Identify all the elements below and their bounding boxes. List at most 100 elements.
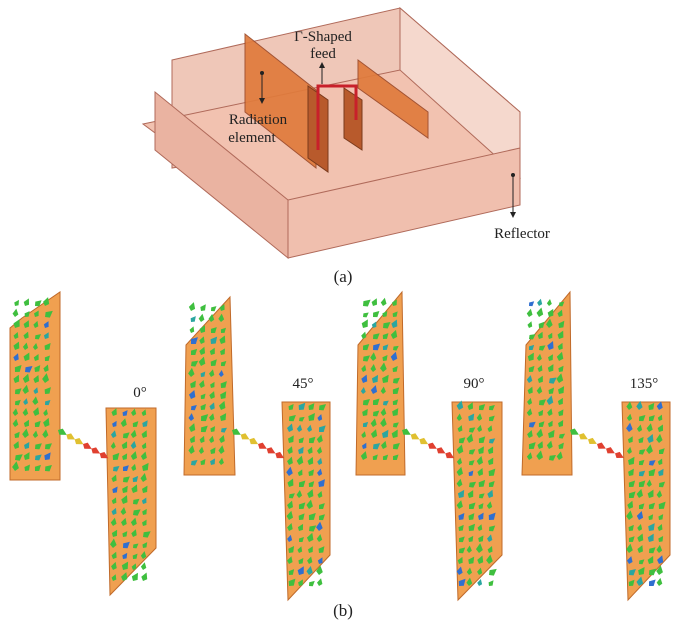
field-arrow [198, 446, 204, 454]
panel-a: Γ-Shaped feed Radiation element Reflecto… [141, 6, 550, 286]
field-arrow [636, 424, 643, 432]
field-arrow [659, 481, 666, 488]
field-arrow [637, 524, 643, 531]
field-arrow [33, 374, 40, 383]
field-arrow [317, 557, 323, 564]
field-arrow [627, 556, 633, 564]
field-arrow [489, 405, 495, 411]
field-arrow [121, 441, 128, 449]
field-arrow [23, 298, 30, 306]
field-arrow [392, 299, 397, 306]
field-arrow [537, 441, 543, 449]
phase-90-group: 90° [355, 290, 503, 602]
field-arrow [527, 397, 533, 405]
field-arrow [458, 524, 464, 531]
field-arrow [527, 429, 533, 438]
field-arrow [12, 308, 19, 317]
field-arrow [466, 433, 474, 443]
field-arrow [190, 316, 196, 322]
field-arrow [468, 470, 474, 476]
field-arrow [457, 556, 463, 564]
field-arrow [628, 536, 635, 542]
field-arrow [526, 308, 533, 317]
field-arrow [13, 332, 19, 339]
field-arrow [140, 551, 147, 559]
field-arrow [34, 464, 41, 471]
field-arrow [307, 446, 313, 454]
field-arrow [296, 424, 303, 432]
field-arrow [556, 351, 564, 361]
field-arrow [536, 307, 544, 317]
field-arrow [13, 374, 20, 383]
field-arrow [370, 418, 377, 427]
field-arrow [23, 452, 30, 460]
field-arrow [647, 533, 654, 542]
reflector-pointer-arrow [510, 212, 516, 218]
field-arrow [477, 579, 483, 586]
field-arrow [209, 347, 215, 355]
field-arrow [287, 435, 294, 443]
field-arrow [12, 461, 19, 471]
field-arrow [132, 476, 139, 482]
field-arrow [457, 489, 465, 498]
field-arrow [628, 491, 636, 498]
field-arrow [526, 408, 533, 416]
field-arrow [657, 424, 664, 432]
field-arrow [629, 569, 636, 576]
field-arrow [402, 428, 411, 435]
field-arrow [13, 353, 19, 361]
field-arrow [380, 417, 387, 427]
field-arrow [456, 466, 463, 476]
field-arrow [467, 402, 474, 410]
phase-135-upper-arrows [526, 298, 566, 461]
field-arrow [391, 319, 398, 328]
field-arrow [537, 364, 543, 372]
field-arrow [33, 354, 39, 361]
field-arrow [527, 352, 534, 361]
field-arrow [132, 553, 138, 559]
field-arrow [298, 446, 304, 454]
field-arrow [287, 478, 294, 487]
field-arrow [469, 449, 476, 455]
field-arrow [13, 441, 19, 449]
field-arrow [219, 335, 226, 344]
field-arrow [459, 547, 466, 554]
field-arrow [199, 346, 206, 355]
field-arrow [133, 498, 140, 505]
field-arrow [626, 401, 633, 410]
field-arrow [289, 493, 295, 499]
field-arrow [478, 535, 484, 542]
field-arrow [110, 517, 117, 526]
field-arrow [188, 413, 195, 421]
field-arrow [35, 334, 42, 340]
field-arrow [626, 422, 633, 432]
field-arrow [371, 298, 378, 306]
field-arrow [200, 371, 206, 377]
field-arrow [486, 501, 493, 509]
field-arrow [476, 456, 483, 465]
field-arrow [556, 451, 563, 460]
phase-45-group: 45° [183, 295, 331, 602]
field-arrow [307, 489, 314, 498]
phase-45-lower-arrows [286, 402, 327, 587]
field-arrow [528, 442, 536, 449]
field-arrow [648, 502, 655, 509]
field-arrow [636, 488, 643, 498]
field-arrow [286, 466, 293, 476]
field-arrow [201, 425, 208, 433]
field-arrow [487, 545, 493, 553]
field-arrow [43, 409, 48, 416]
field-arrow [648, 523, 655, 531]
field-arrow [469, 460, 475, 466]
field-arrow [140, 473, 147, 482]
field-arrow [188, 302, 196, 311]
field-arrow [479, 493, 485, 499]
field-arrow [298, 513, 305, 520]
field-arrow [428, 442, 437, 449]
field-arrow [297, 566, 304, 575]
field-arrow [287, 423, 293, 432]
field-arrow [382, 344, 389, 350]
field-arrow [141, 442, 147, 449]
field-arrow [44, 355, 50, 361]
field-arrow [456, 457, 463, 465]
